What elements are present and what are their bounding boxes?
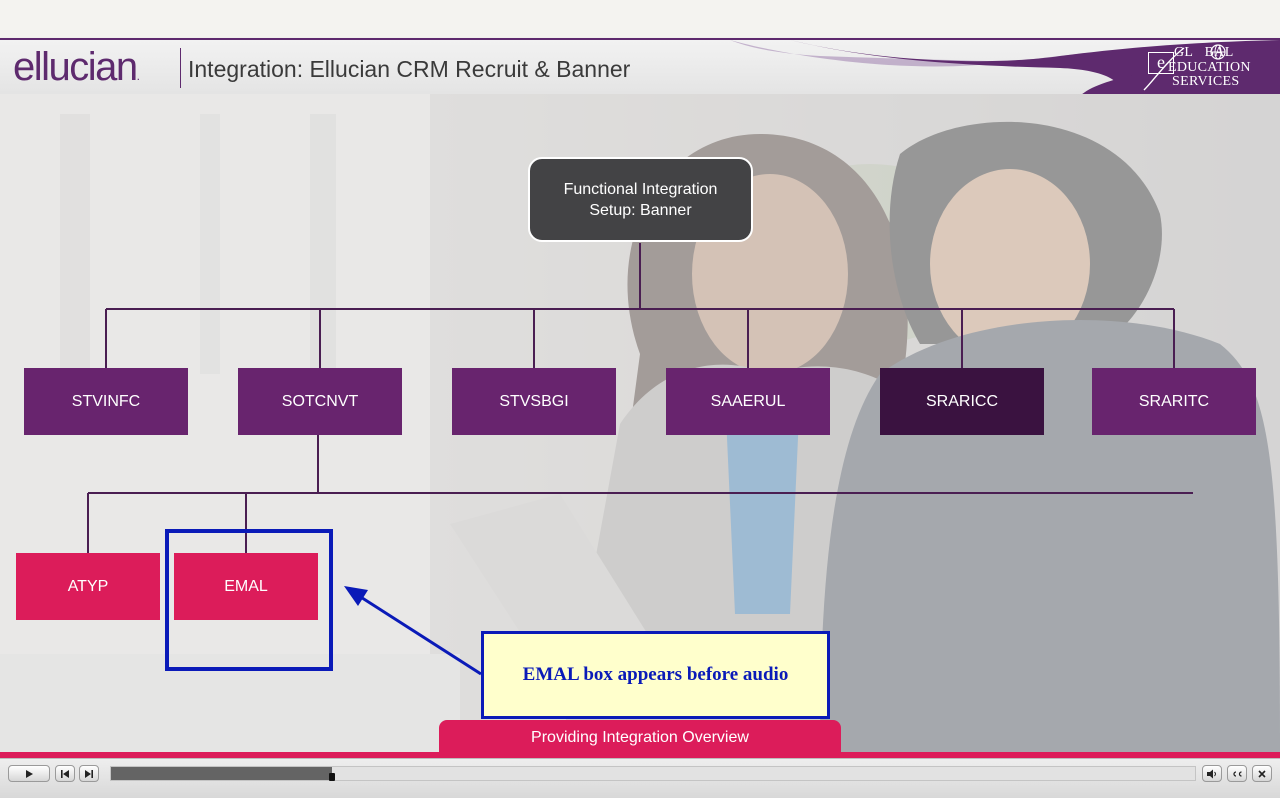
node-stvsbgi: STVSBGI bbox=[452, 368, 616, 435]
globe-icon bbox=[1143, 44, 1226, 91]
play-icon bbox=[26, 769, 33, 778]
annotation-note: EMAL box appears before audio bbox=[481, 631, 830, 719]
top-strip bbox=[0, 0, 1280, 38]
skip-back-icon bbox=[61, 769, 69, 778]
global-education-services-logo: e GL BAL EDUCATION SERVICES bbox=[1140, 42, 1276, 94]
node-stvinfc: STVINFC bbox=[24, 368, 188, 435]
playback-bar bbox=[0, 758, 1280, 798]
closed-captions-icon bbox=[1233, 770, 1242, 777]
node-sraricc: SRARICC bbox=[880, 368, 1044, 435]
header-wave-graphic bbox=[730, 40, 1280, 94]
close-icon bbox=[1258, 769, 1266, 778]
previous-slide-button[interactable] bbox=[55, 765, 75, 782]
slide-content: Functional Integration Setup: Banner STV… bbox=[0, 94, 1280, 752]
node-saaerul: SAAERUL bbox=[666, 368, 830, 435]
hierarchy-connectors bbox=[87, 243, 1193, 676]
callout-arrow bbox=[344, 586, 482, 676]
closed-captions-button[interactable] bbox=[1227, 765, 1247, 782]
course-title: Integration: Ellucian CRM Recruit & Bann… bbox=[188, 56, 631, 82]
node-sotcnvt: SOTCNVT bbox=[238, 368, 402, 435]
node-emal: EMAL bbox=[174, 553, 318, 620]
skip-forward-icon bbox=[85, 769, 93, 778]
seek-bar[interactable] bbox=[110, 766, 1196, 781]
ellucian-logo: ellucian. bbox=[13, 45, 140, 89]
e-mark: e bbox=[1148, 52, 1174, 74]
node-sraritc: SRARITC bbox=[1092, 368, 1256, 435]
close-button[interactable] bbox=[1252, 765, 1272, 782]
seek-bar-progress bbox=[111, 767, 333, 780]
emal-highlight-frame bbox=[165, 529, 333, 671]
course-header: ellucian. Integration: Ellucian CRM Recr… bbox=[0, 38, 1280, 94]
node-atyp: ATYP bbox=[16, 553, 160, 620]
header-divider bbox=[180, 48, 181, 88]
ges-wordmark: GL BAL EDUCATION SERVICES bbox=[1168, 45, 1251, 89]
play-button[interactable] bbox=[8, 765, 50, 782]
volume-button[interactable] bbox=[1202, 765, 1222, 782]
slide-title-tab[interactable]: Providing Integration Overview bbox=[439, 720, 841, 756]
root-node-functional-integration: Functional Integration Setup: Banner bbox=[528, 157, 753, 242]
seek-bar-thumb[interactable] bbox=[329, 773, 336, 781]
volume-icon bbox=[1207, 769, 1216, 778]
next-slide-button[interactable] bbox=[79, 765, 99, 782]
accent-bar bbox=[0, 752, 1280, 758]
